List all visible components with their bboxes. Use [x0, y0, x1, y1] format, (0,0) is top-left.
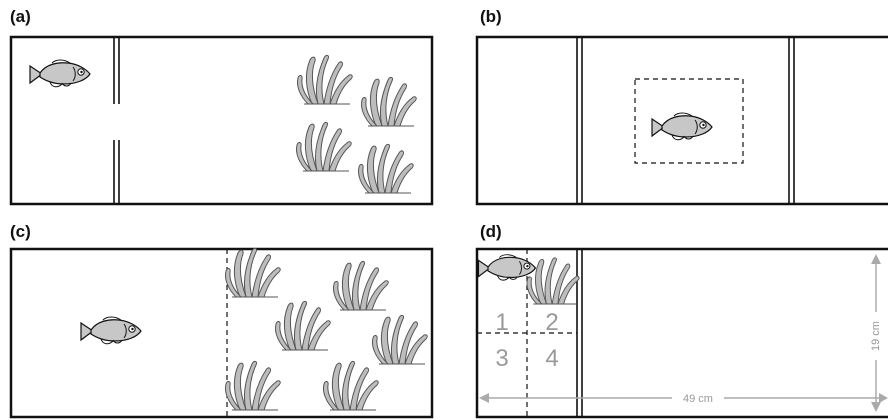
panel-a-label: (a) — [10, 7, 31, 26]
panel-d-label: (d) — [480, 222, 502, 241]
zone-2-label: 2 — [545, 309, 558, 336]
width-label: 49 cm — [683, 393, 713, 405]
width-dimension: 49 cm — [479, 393, 888, 405]
divider-with-gap — [114, 37, 119, 204]
plant-icon — [275, 301, 330, 350]
plant-icon — [361, 77, 416, 126]
plant-icon — [225, 361, 280, 410]
zone-1-label: 1 — [495, 309, 508, 336]
plant-icon — [333, 261, 388, 310]
panel-c: (c) — [10, 222, 432, 417]
plant-icon — [296, 122, 351, 171]
fish-icon — [652, 113, 712, 140]
panel-b-label: (b) — [480, 7, 502, 26]
panel-d: (d) 1 2 3 4 49 cm 19 cm — [477, 222, 888, 417]
divider-right — [789, 37, 794, 204]
plant-icon — [323, 361, 378, 410]
divider-left — [577, 37, 582, 204]
panel-a: (a) — [10, 7, 432, 204]
zone-3-label: 3 — [495, 345, 508, 372]
panel-b: (b) — [477, 7, 888, 204]
height-dimension: 19 cm — [870, 254, 882, 412]
plant-icon — [225, 248, 280, 297]
panel-c-label: (c) — [10, 222, 31, 241]
plant-icon — [372, 315, 427, 364]
fish-icon — [81, 317, 141, 344]
plant-icon — [527, 258, 579, 304]
plant-icon — [358, 144, 413, 193]
height-label: 19 cm — [870, 321, 882, 351]
fish-icon — [30, 60, 90, 87]
zone-4-label: 4 — [545, 345, 558, 372]
plant-icon — [297, 55, 352, 104]
divider-d — [577, 249, 582, 417]
